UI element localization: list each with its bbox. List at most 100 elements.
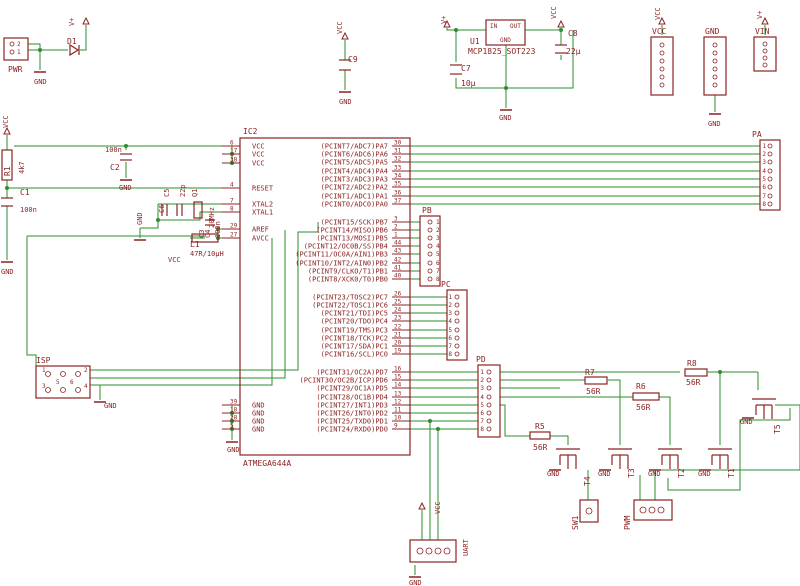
labels: PWR 2 1 D1 GND V+ VCC C9 GND V+ U1 MCP18… — [1, 6, 782, 586]
isp-pin-number: 3 — [42, 383, 46, 390]
header-pin-number: 6 — [480, 410, 484, 417]
u1-label: U1 — [470, 37, 480, 46]
vcc-label-l1: VCC — [168, 256, 181, 264]
ic2-pin-name: (PCINT26/INT0)PD2 — [316, 410, 388, 418]
ic2-pin-name: (PCINT6/ADC6)PA6 — [321, 151, 388, 159]
gnd-label-header: GND — [708, 120, 721, 128]
ic2-pin-number: 28 — [230, 415, 238, 422]
ic2-pin-number: 23 — [394, 315, 402, 322]
ic2-pin-name: (PCINT29/OC1A)PD5 — [316, 385, 388, 393]
vcc-label-uart: VCC — [434, 501, 442, 514]
ic2-pin-name: GND — [252, 410, 265, 418]
ic2-pin-name: (PCINT2/ADC2)PA2 — [321, 184, 388, 192]
ic2-pin-number: 20 — [394, 340, 402, 347]
ic2-pin-number: 33 — [394, 165, 402, 172]
vplus-label-d1: V+ — [68, 18, 76, 26]
t4-label: T4 — [583, 476, 592, 486]
ic2-pin-number: 19 — [394, 348, 402, 355]
header-pin-number: 7 — [480, 418, 484, 425]
ic2-pin-name: (PCINT27/INT1)PD3 — [316, 402, 388, 410]
r6-resistor — [632, 392, 660, 401]
t1-label: T1 — [727, 468, 736, 478]
ic2-pin-number: 7 — [230, 198, 234, 205]
ic2-pin-name: (PCINT11/OC0A/AIN1)PB3 — [295, 251, 388, 259]
ic2-pin-number: 30 — [394, 140, 402, 147]
ic2-pin-number: 25 — [394, 299, 402, 306]
gnd-label-uart: GND — [409, 579, 422, 586]
header-pin-number: 1 — [436, 219, 440, 226]
header-pin-number: 2 — [762, 151, 766, 158]
gnd-label-ic: GND — [227, 446, 240, 454]
q1-value: 20MHz — [208, 207, 216, 228]
pd-header — [477, 364, 501, 438]
t2-transistor — [658, 448, 682, 469]
gnd-label-t4: GND — [547, 470, 560, 478]
r7-label: R7 — [585, 368, 595, 377]
c8-value: 22µ — [566, 47, 581, 56]
c1-value: 100n — [20, 206, 37, 214]
ic2-pin-number: 43 — [394, 248, 402, 255]
c9-label: C9 — [348, 55, 358, 64]
ic2-pin-number: 32 — [394, 156, 402, 163]
header-pin-number: 1 — [480, 369, 484, 376]
ic2-pin-number: 3 — [394, 216, 398, 223]
c8-label: C8 — [568, 29, 578, 38]
c1-label: C1 — [20, 188, 30, 197]
c2-value: 100n — [105, 146, 122, 154]
c2-label: C2 — [110, 163, 120, 172]
ic2-pin-name: (PCINT15/SCK)PB7 — [321, 219, 388, 227]
ic2-pin-name: VCC — [252, 143, 265, 151]
ic2-pin-number: 17 — [230, 148, 238, 155]
t1-transistor — [708, 448, 732, 469]
ic2-pin-name: (PCINT16/SCL)PC0 — [321, 351, 388, 359]
ic2-pin-name: AREF — [252, 226, 269, 234]
vcc-label-c9: VCC — [336, 21, 344, 34]
ic2-pin-number: 1 — [394, 232, 398, 239]
ic2-pin-name: (PCINT1/ADC1)PA1 — [321, 193, 388, 201]
vcc-label-u1: VCC — [550, 6, 558, 19]
ic2-pin-number: 24 — [394, 307, 402, 314]
ic2-pin-number: 11 — [394, 407, 402, 414]
c3-value: 100n — [214, 221, 222, 238]
gnd-label-isp: GND — [104, 402, 117, 410]
ic2-value: ATMEGA644A — [243, 459, 291, 468]
ic2-pin-name: (PCINT13/MOSI)PB5 — [316, 235, 388, 243]
ic2-pin-number: 31 — [394, 148, 402, 155]
ic2-pin-number: 40 — [394, 273, 402, 280]
r7-resistor — [584, 376, 608, 385]
r7-value: 56R — [586, 387, 601, 396]
t2-label: T2 — [677, 468, 686, 478]
ic2-right-pins: 30(PCINT7/ADC7)PA731(PCINT6/ADC6)PA632(P… — [295, 140, 410, 434]
uart-label: UART — [462, 538, 470, 556]
wires — [6, 25, 800, 575]
isp-label: ISP — [36, 356, 51, 365]
gnd-label-c9: GND — [339, 98, 352, 106]
ic2-pin-name: RESET — [252, 185, 274, 193]
pwm-header — [633, 499, 673, 521]
ic2-pin-name: (PCINT20/TDO)PC4 — [321, 318, 388, 326]
ic2-pin-number: 35 — [394, 181, 402, 188]
t5-label: T5 — [773, 424, 782, 434]
ic2-pin-name: XTAL2 — [252, 201, 273, 209]
sw1-switch — [579, 499, 599, 523]
pc-label: PC — [441, 280, 451, 289]
isp-pin-number: 2 — [84, 367, 88, 374]
ic2-pin-name: VCC — [252, 160, 265, 168]
isp-pin-number: 4 — [84, 383, 88, 390]
pwm-label: PWM — [623, 515, 632, 530]
ic2-label: IC2 — [243, 127, 258, 136]
l1-value: 47R/10µH — [190, 250, 224, 258]
u1-regulator — [485, 19, 526, 46]
q1-label: Q1 — [191, 189, 199, 197]
pc-header — [446, 289, 468, 361]
isp-pin-number: 1 — [42, 367, 46, 374]
ic2-pin-number: 37 — [394, 198, 402, 205]
ic2-pin-name: (PCINT0/ADC0)PA0 — [321, 201, 388, 209]
l1-label: L1 — [190, 240, 200, 249]
isp-pin-number: 6 — [70, 379, 74, 386]
header-pin-number: 8 — [480, 426, 484, 433]
t4-transistor — [556, 448, 580, 469]
ic2-pin-number: 44 — [394, 240, 402, 247]
ic2-pin-name: (PCINT9/CLKO/T1)PB1 — [308, 268, 388, 276]
ic2-pin-name: (PCINT19/TMS)PC3 — [321, 327, 388, 335]
